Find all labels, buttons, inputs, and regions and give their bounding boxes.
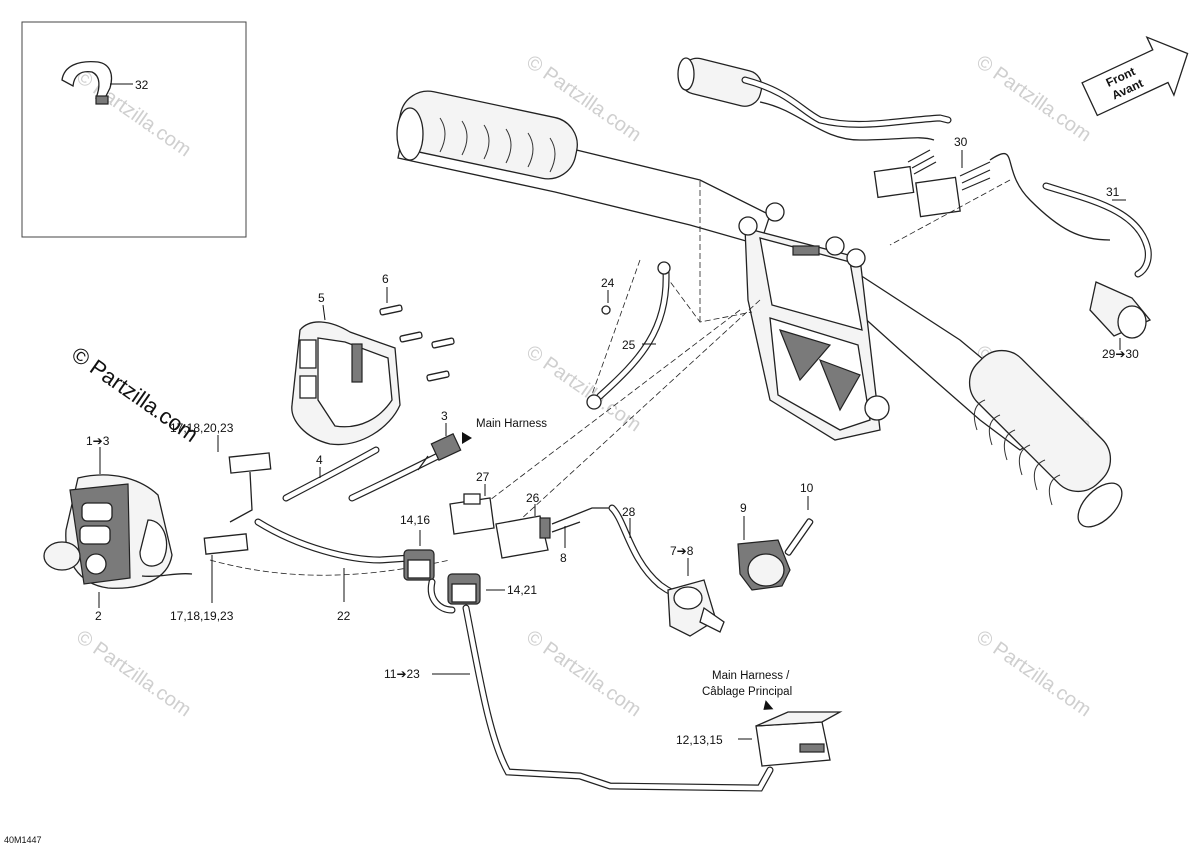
callout-22: 22 (337, 609, 351, 623)
callout-10: 10 (800, 481, 814, 495)
item-29-sleeve (1089, 281, 1152, 339)
item-10-pin (784, 518, 814, 556)
callout-25: 25 (622, 338, 636, 352)
item-4-sleeve (282, 446, 450, 502)
watermark: © Partzilla.com (972, 626, 1095, 721)
connector-30-right (915, 153, 1111, 241)
item-22-wire-harness (254, 518, 414, 564)
throttle-grip (677, 57, 952, 141)
callout-17-18-19-23: 17,18,19,23 (170, 609, 234, 623)
callout-6: 6 (382, 272, 389, 286)
callout-7-8: 7➔8 (670, 544, 694, 558)
item-24-screw (601, 305, 611, 315)
callout-32: 32 (135, 78, 149, 92)
inset-frame (21, 21, 247, 238)
diagram-code: 40M1447 (4, 835, 42, 845)
watermark: © Partzilla.com (72, 66, 195, 161)
callout-31: 31 (1106, 185, 1120, 199)
callout-29-30: 29➔30 (1102, 347, 1139, 361)
watermark: © Partzilla.com (972, 51, 1095, 146)
item-1-3-handlebar-switch (43, 474, 193, 589)
note-main-harness-fr-2: Câblage Principal (702, 686, 792, 698)
connector-30-left (873, 149, 937, 199)
item-11-23-harness (427, 578, 774, 792)
watermark: © Partzilla.com (72, 626, 195, 721)
callout-17-18-20-23: 17,18,20,23 (170, 421, 234, 435)
item-12-module (755, 700, 843, 767)
connector-17-18-20-23 (228, 452, 272, 523)
item-32-clip (61, 60, 113, 105)
callout-24: 24 (601, 276, 615, 290)
item-25-ground-wire (586, 261, 671, 410)
dashed-guides (209, 179, 1011, 576)
callout-4: 4 (316, 453, 323, 467)
connector-27 (449, 493, 495, 535)
callout-9: 9 (740, 501, 747, 515)
callout-27: 27 (476, 470, 490, 484)
item-6-screws (379, 304, 455, 382)
callout-26: 26 (526, 491, 540, 505)
connector-14-16 (403, 549, 435, 581)
callout-30: 30 (954, 135, 968, 149)
item-31-tube (1042, 182, 1152, 278)
front-arrow: Front Avant (1081, 35, 1189, 117)
callout-2: 2 (95, 609, 102, 623)
callout-8: 8 (560, 551, 567, 565)
handlebar (396, 90, 1123, 528)
connector-26 (495, 507, 612, 559)
item-3-connector (417, 432, 472, 471)
callout-5: 5 (318, 291, 325, 305)
item-7-sensor (667, 579, 725, 637)
connector-14-21 (447, 573, 481, 605)
note-main-harness: Main Harness (476, 418, 547, 430)
item-9-bushing (737, 539, 791, 591)
callout-12-13-15: 12,13,15 (676, 733, 723, 747)
callout-1-3: 1➔3 (86, 434, 110, 448)
handlebar-riser (738, 202, 890, 441)
connector-17-18-19-23 (203, 533, 249, 555)
callout-14-16: 14,16 (400, 513, 430, 527)
watermark: © Partzilla.com (522, 626, 645, 721)
item-5-switch-housing (291, 321, 401, 446)
callout-28: 28 (622, 505, 636, 519)
callout-11-23: 11➔23 (384, 667, 420, 681)
callout-3: 3 (441, 409, 448, 423)
note-main-harness-fr-1: Main Harness / (712, 670, 790, 682)
callout-14-21: 14,21 (507, 583, 537, 597)
